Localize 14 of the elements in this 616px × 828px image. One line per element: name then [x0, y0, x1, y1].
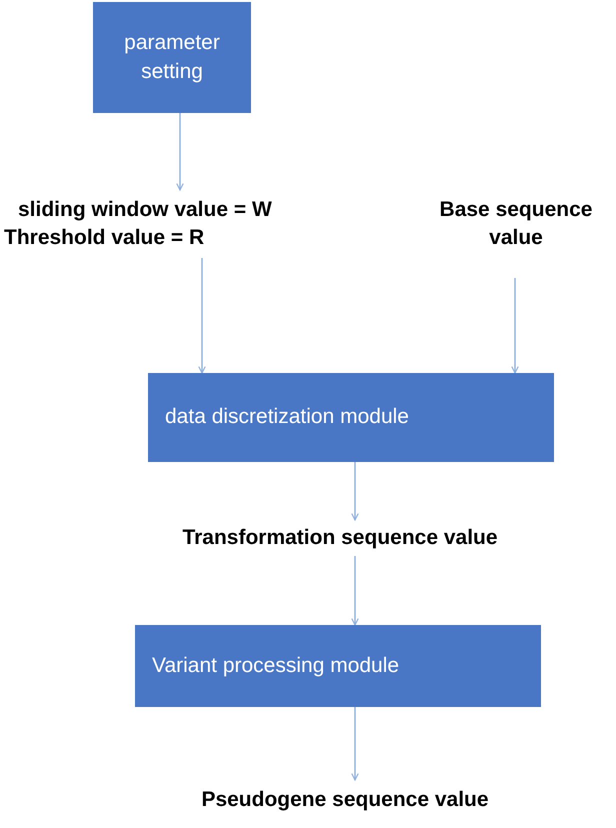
arrow	[176, 113, 184, 191]
process-box: Variant processing module	[135, 625, 541, 707]
arrow	[351, 462, 359, 521]
arrow	[511, 278, 519, 374]
arrow	[351, 707, 359, 781]
arrow	[198, 258, 206, 374]
label-text: Transformation sequence value	[181, 524, 499, 551]
process-box: parameter setting	[93, 2, 251, 113]
process-box: data discretization module	[148, 373, 554, 462]
label-text: Pseudogene sequence value	[200, 786, 490, 813]
label-text: Base sequence value	[438, 197, 594, 252]
label-text: Threshold value = R	[4, 225, 206, 251]
label-text: sliding window value = W	[17, 196, 273, 223]
arrow	[351, 556, 359, 626]
